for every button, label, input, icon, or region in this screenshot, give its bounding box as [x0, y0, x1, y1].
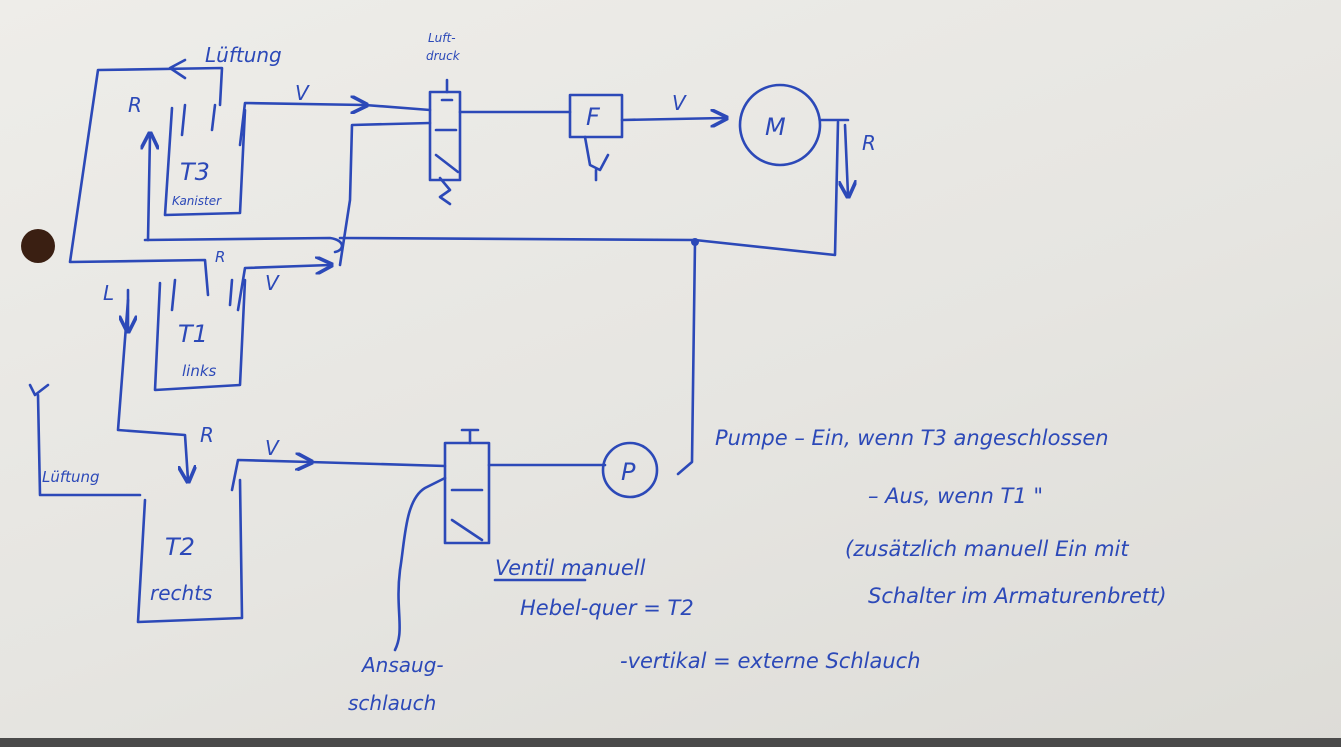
t1-label: T1: [178, 320, 208, 348]
t1-supply-to-valve: [338, 121, 432, 267]
motor-return-arrow: [845, 123, 848, 195]
v-label-4: V: [265, 436, 280, 460]
supply-to-valve: [363, 103, 432, 112]
luftdruck-label: Luft-: [428, 31, 456, 45]
tank-t3: [163, 106, 247, 217]
pumpe-note-1: Pumpe – Ein, wenn T3 angeschlossen: [715, 426, 1109, 450]
filter-label: F: [586, 103, 601, 131]
t3-sub-label: Kanister: [172, 194, 222, 208]
r-label-2: R: [862, 131, 876, 155]
motor-circle: [738, 83, 822, 167]
pumpe-note-3: (zusätzlich manuell Ein mit: [845, 537, 1129, 561]
punch-hole: [21, 229, 55, 263]
ansaug-label: Ansaug-: [360, 653, 444, 677]
t2-vent-line: [28, 383, 142, 497]
valve-bottom: [443, 441, 491, 545]
tank-t2: [136, 478, 244, 624]
valve-bottom-detail: [450, 428, 484, 542]
scanner-edge: [0, 738, 1341, 747]
r-label-4: R: [200, 423, 214, 447]
l-label: L: [103, 281, 114, 305]
filter-box: [568, 93, 624, 139]
ventil-note-3: -vertikal = externe Schlauch: [620, 649, 921, 673]
ventil-note-2: Hebel-quer = T2: [520, 596, 694, 620]
t1-supply-line: [236, 265, 330, 312]
tank-t1: [153, 278, 247, 392]
luftdruck-label-2: druck: [426, 49, 461, 63]
t3-label: T3: [180, 158, 210, 186]
suction-hose: [393, 476, 447, 652]
filter-to-motor: [620, 118, 725, 120]
valve-top-detail: [434, 78, 460, 206]
tank-t1-inner: [170, 278, 234, 312]
t3-vent-arrow: [168, 58, 187, 80]
t2-supply-line: [230, 460, 310, 492]
v-label-2: V: [672, 91, 687, 115]
t3-vent-line: [68, 66, 224, 297]
motor-label: M: [765, 113, 786, 141]
pump-circle: [601, 441, 659, 499]
pump-label: P: [621, 458, 636, 486]
r-label-1: R: [128, 93, 142, 117]
pumpe-note-2: – Aus, wenn T1 ": [868, 484, 1043, 508]
luftung-top-label: Lüftung: [205, 43, 282, 67]
t1-vent-line2: [116, 298, 188, 480]
t2-sub-label: rechts: [150, 581, 212, 605]
t2-label: T2: [165, 533, 195, 561]
luftung-bottom-label: Lüftung: [42, 468, 100, 486]
v-label-1: V: [295, 81, 310, 105]
v-label-3: V: [265, 271, 280, 295]
t3-supply-line: [238, 103, 365, 147]
ansaug-label-2: schlauch: [348, 691, 436, 715]
pump-return-line: [676, 240, 697, 476]
t2-supply-line2: [308, 460, 447, 468]
valve-top: [428, 90, 462, 182]
r-label-3: R: [215, 248, 225, 266]
main-return-line: [143, 120, 840, 257]
pumpe-note-4: Schalter im Armaturenbrett): [868, 584, 1167, 608]
ventil-note-1: Ventil manuell: [495, 556, 646, 580]
t3-return-line: [148, 135, 150, 242]
tank-t3-inner: [180, 103, 217, 137]
filter-drain: [583, 135, 610, 182]
t1-sub-label: links: [182, 362, 217, 380]
